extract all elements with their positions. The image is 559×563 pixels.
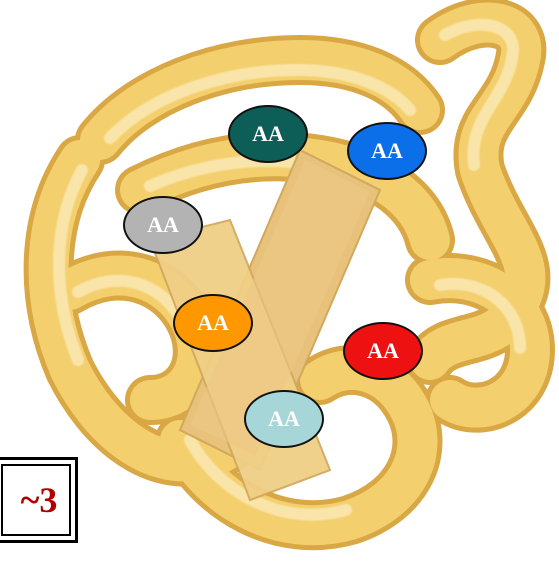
amino-acid-label: AA bbox=[252, 121, 284, 146]
amino-acid-node-red: AA bbox=[343, 322, 423, 380]
amino-acid-label: AA bbox=[367, 338, 399, 363]
amino-acid-node-gray: AA bbox=[123, 196, 203, 254]
amino-acid-node-orange: AA bbox=[173, 294, 253, 352]
amino-acid-label: AA bbox=[197, 310, 229, 335]
amino-acid-label: AA bbox=[268, 406, 300, 431]
count-badge-frame: ~3 bbox=[1, 464, 71, 536]
amino-acid-node-blue: AA bbox=[347, 122, 427, 180]
amino-acid-label: AA bbox=[147, 212, 179, 237]
count-badge: ~3 bbox=[0, 457, 78, 543]
amino-acid-label: AA bbox=[371, 138, 403, 163]
amino-acid-node-lightblue: AA bbox=[244, 390, 324, 448]
amino-acid-node-teal: AA bbox=[228, 105, 308, 163]
count-badge-text: ~3 bbox=[20, 480, 58, 520]
